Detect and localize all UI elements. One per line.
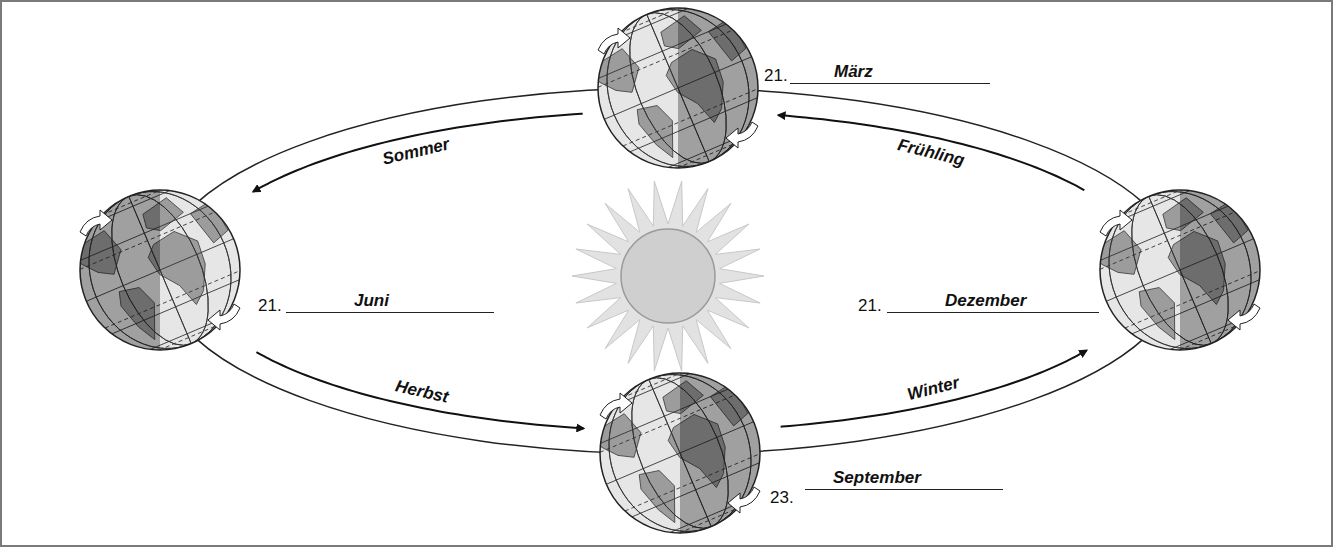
night-side xyxy=(80,190,160,350)
globe-node: 21.Dezember xyxy=(1095,185,1265,355)
meridian xyxy=(583,0,773,189)
season-arrow xyxy=(778,115,1084,190)
globe-outline xyxy=(600,373,760,533)
globe-outline xyxy=(598,8,758,168)
globe xyxy=(575,348,785,547)
globe-node: 21.Juni xyxy=(75,185,245,355)
season-arrow xyxy=(781,351,1087,427)
month-name: Dezember xyxy=(887,291,1099,313)
night-side xyxy=(680,373,760,533)
globe-node: 21.März xyxy=(593,3,763,173)
globe xyxy=(1075,165,1285,375)
globe xyxy=(55,165,265,375)
rotation-arrow xyxy=(728,487,760,513)
globe-drawing xyxy=(75,185,245,355)
night-side xyxy=(1180,190,1260,350)
globe-outline xyxy=(80,190,240,350)
rotation-arrow xyxy=(80,210,112,236)
globe-drawing xyxy=(1095,185,1265,355)
month-name: Juni xyxy=(286,291,494,313)
date-number: 23. xyxy=(770,488,794,508)
night-side xyxy=(678,8,758,168)
month-name: September xyxy=(805,468,1003,490)
meridian xyxy=(585,352,775,547)
sun-rays xyxy=(572,181,764,371)
rotation-arrow xyxy=(600,393,632,419)
orbit xyxy=(160,88,1180,454)
tropic-line xyxy=(622,373,681,398)
rotation-arrow xyxy=(208,304,240,330)
globe-outline xyxy=(1100,190,1260,350)
month-name: März xyxy=(790,62,990,84)
meridian xyxy=(585,352,775,547)
globe-drawing xyxy=(593,3,763,173)
globe-drawing xyxy=(595,368,765,538)
globe-node: 23.September xyxy=(595,368,765,538)
tropic-line xyxy=(1122,190,1181,215)
sun xyxy=(621,229,715,323)
season-label: Sommer xyxy=(377,133,454,169)
tropic-line xyxy=(159,325,218,350)
rotation-arrow xyxy=(598,28,630,54)
season-arrow xyxy=(256,352,583,428)
season-label: Frühling xyxy=(893,134,970,171)
meridian xyxy=(1085,169,1275,370)
date-number: 21. xyxy=(858,296,882,316)
rotation-arrow xyxy=(726,122,758,148)
date-number: 21. xyxy=(764,66,788,86)
date-number: 21. xyxy=(258,296,282,316)
meridian xyxy=(1085,169,1275,370)
season-arrow xyxy=(253,114,582,192)
ocean xyxy=(80,190,240,350)
meridian xyxy=(583,0,773,189)
meridian xyxy=(65,169,255,370)
globe xyxy=(573,0,783,193)
rotation-arrow xyxy=(1228,304,1260,330)
meridian xyxy=(65,169,255,370)
rotation-arrow xyxy=(1100,210,1132,236)
tropic-line xyxy=(620,8,679,33)
